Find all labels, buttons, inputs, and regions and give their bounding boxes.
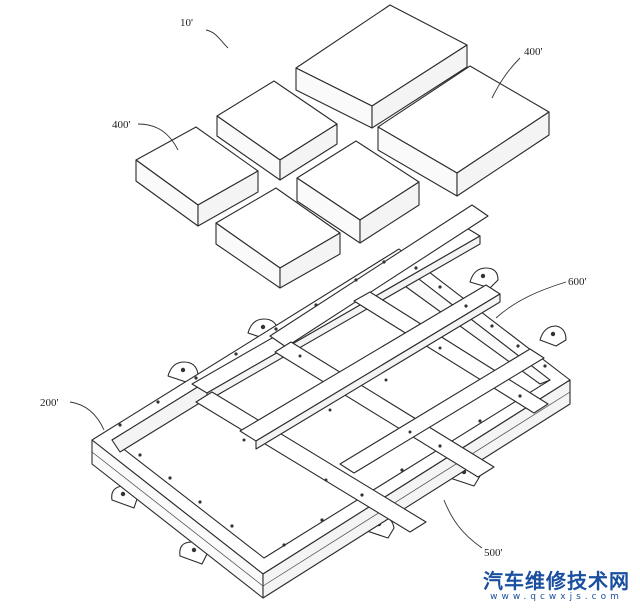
battery-module: [135, 126, 259, 227]
battery-module: [296, 140, 420, 244]
battery-module: [215, 187, 341, 289]
bolt-holes: [118, 260, 547, 547]
battery-module: [377, 65, 550, 197]
mounting-lugs: [111, 267, 567, 565]
watermark-title: 汽车维修技术网: [483, 569, 630, 593]
battery-module: [295, 4, 468, 129]
battery-module: [216, 80, 338, 181]
watermark-url: www.qcwxjs.com: [490, 592, 623, 602]
label-assembly: 10': [180, 17, 193, 29]
battery-modules: [135, 4, 550, 289]
label-module-right: 400': [524, 46, 543, 58]
label-module-left: 400': [112, 119, 131, 131]
label-cell: 500': [484, 547, 503, 559]
watermark: 汽车维修技术网 www.qcwxjs.com: [483, 565, 630, 602]
tray-frame: [91, 204, 571, 599]
leader-lines: [69, 29, 567, 549]
label-frame: 200': [40, 397, 59, 409]
label-beam: 600': [568, 276, 587, 288]
